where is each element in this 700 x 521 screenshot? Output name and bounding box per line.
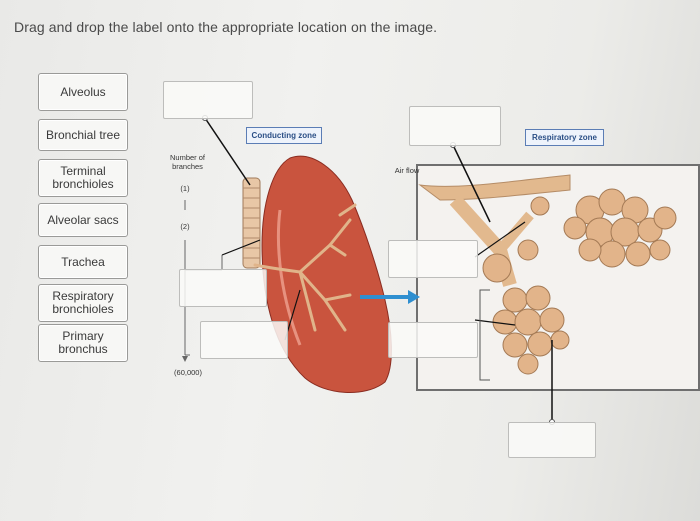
label-primary-bronchus[interactable]: Primary bronchus — [38, 324, 128, 362]
branch-marker-end: (60,000) — [174, 368, 202, 377]
trachea-icon — [242, 177, 261, 269]
label-bronchial-tree[interactable]: Bronchial tree — [38, 119, 128, 151]
branch-marker-2: (2) — [180, 222, 190, 231]
label-trachea[interactable]: Trachea — [38, 245, 128, 279]
drop-target-1[interactable] — [163, 81, 253, 119]
drop-target-5[interactable] — [200, 321, 288, 359]
instruction-text: Drag and drop the label onto the appropr… — [14, 19, 438, 35]
drop-target-3[interactable] — [179, 269, 267, 307]
branch-marker-1: (1) — [180, 184, 190, 193]
drop-target-6[interactable] — [388, 322, 478, 358]
label-alveolar-sacs[interactable]: Alveolar sacs — [38, 203, 128, 237]
alveolus-icon — [482, 253, 512, 283]
alveolar-sac-icon — [563, 188, 677, 268]
air-flow-text: Air flow — [394, 166, 420, 175]
label-terminal-bronchioles[interactable]: Terminal bronchioles — [38, 159, 128, 197]
number-of-branches-text: Number of branches — [169, 153, 205, 171]
label-alveolus[interactable]: Alveolus — [38, 73, 128, 111]
label-respiratory-bronchioles[interactable]: Respiratory bronchioles — [38, 284, 128, 322]
respiratory-zone-tag: Respiratory zone — [525, 129, 604, 146]
drop-target-2[interactable] — [409, 106, 501, 146]
drop-target-7[interactable] — [508, 422, 596, 458]
conducting-zone-tag: Conducting zone — [246, 127, 322, 144]
drop-target-4[interactable] — [388, 240, 478, 278]
bronchial-tree-icon — [253, 203, 357, 332]
